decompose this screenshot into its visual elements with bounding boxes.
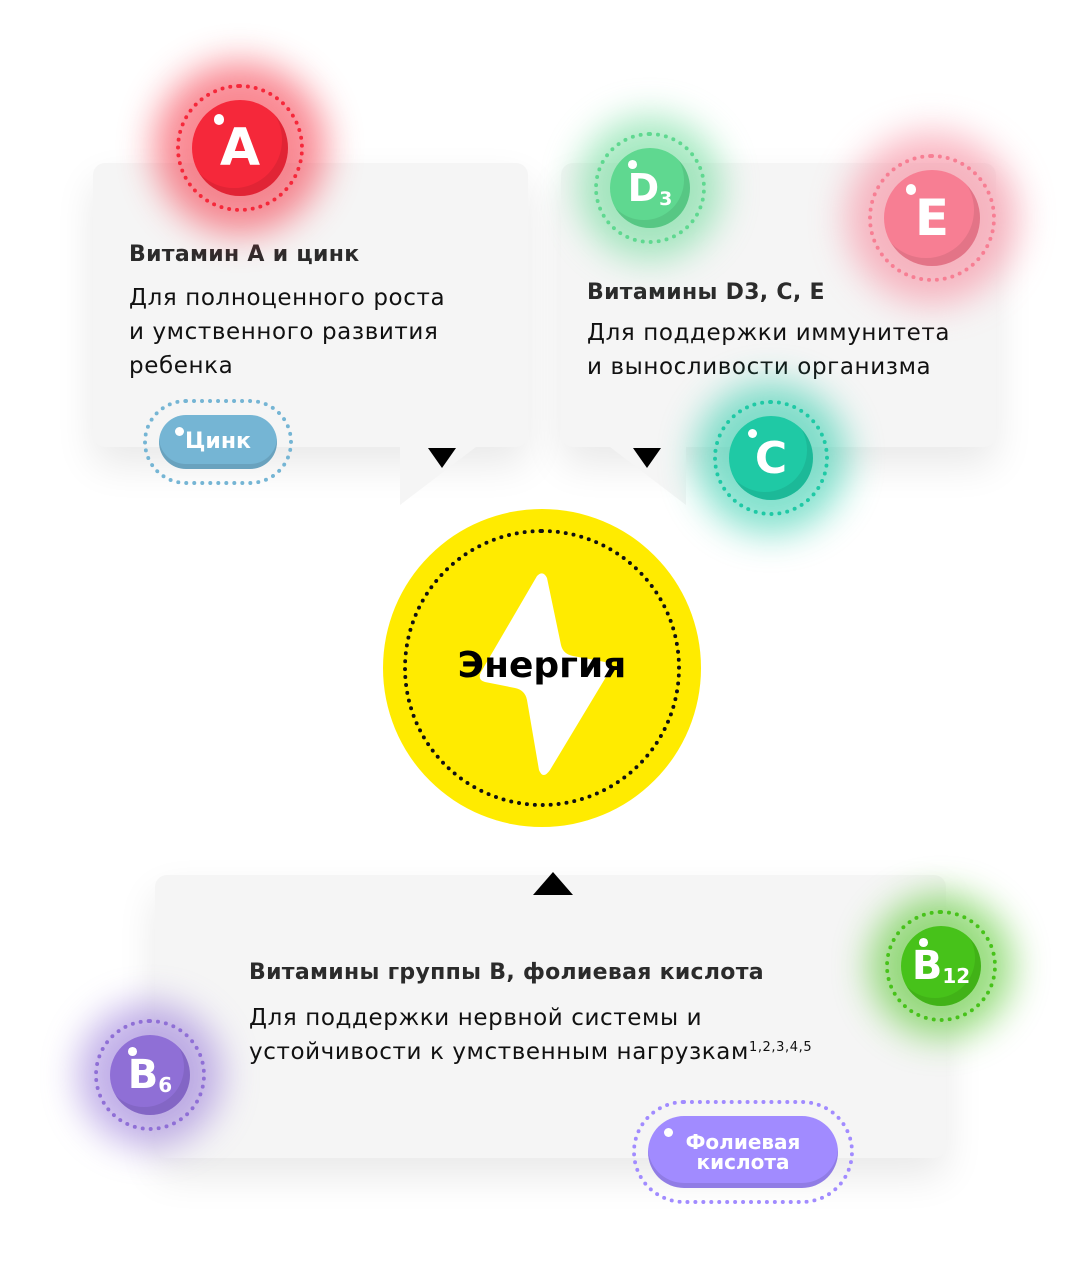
- card-text-line: и выносливости организма: [587, 354, 932, 380]
- card-text: Для полноценного роста и умственного раз…: [129, 281, 445, 383]
- card-text-line: устойчивости к умственным нагрузкам1,2,3…: [249, 1035, 812, 1069]
- shine-dot: [747, 428, 758, 438]
- shine-dot: [213, 114, 225, 125]
- badge-subscript: 12: [942, 964, 971, 988]
- badge-ring: [868, 154, 996, 282]
- pill-label: Фолиевая кислота: [685, 1130, 801, 1174]
- pill-ring: [632, 1100, 854, 1204]
- shine-dot: [664, 1128, 673, 1137]
- footnote-refs: 1,2,3,4,5: [748, 1040, 813, 1055]
- arrow-up-icon: [533, 872, 573, 895]
- badge-ring: [176, 84, 304, 212]
- shine-dot: [919, 938, 928, 947]
- card-text-line: ребенка: [129, 353, 234, 379]
- folic-pill: Фолиевая кислота: [648, 1116, 838, 1188]
- badge-ring: [713, 400, 829, 516]
- shine-dot: [128, 1047, 137, 1056]
- vitamin-e-badge: E: [884, 170, 980, 266]
- card-title: Витамин А и цинк: [129, 242, 360, 267]
- badge-letter: C: [754, 432, 788, 484]
- badge-subscript: 6: [158, 1073, 173, 1097]
- badge-ring: [94, 1019, 206, 1131]
- card-text-line: и умственного развития: [129, 319, 439, 345]
- vitamin-a-badge: A: [192, 100, 288, 196]
- energy-label: Энергия: [457, 645, 627, 686]
- pill-label: Цинк: [185, 429, 251, 454]
- shine-dot: [905, 184, 917, 195]
- badge-ring: [885, 910, 997, 1022]
- badge-subscript: 3: [659, 188, 673, 210]
- card-title: Витамины группы В, фолиевая кислота: [249, 960, 764, 985]
- card-text-line-text: устойчивости к умственным нагрузкам: [249, 1039, 749, 1065]
- badge-letter: B: [911, 943, 943, 989]
- lightning-icon: [479, 573, 611, 775]
- arrow-down-icon: [633, 448, 661, 468]
- card-vitamin-a-zinc: [93, 163, 528, 447]
- shine-dot: [628, 160, 637, 169]
- card-text-line: Для поддержки иммунитета: [587, 320, 951, 346]
- card-text: Для поддержки иммунитета и выносливости …: [587, 316, 950, 384]
- badge-letter: A: [219, 118, 261, 178]
- card-text-line: Для поддержки нервной системы и: [249, 1005, 703, 1031]
- badge-letter: E: [914, 189, 950, 247]
- badge-letter: B: [127, 1052, 159, 1098]
- energy-ring: [403, 529, 681, 807]
- badge-ring: [594, 132, 706, 244]
- card-title: Витамины D3, C, E: [587, 280, 825, 305]
- zinc-pill: Цинк: [159, 415, 277, 469]
- shine-dot: [175, 427, 184, 436]
- pill-ring: [143, 399, 293, 485]
- arrow-down-icon: [428, 448, 456, 468]
- card-text: Для поддержки нервной системы и устойчив…: [249, 1001, 812, 1069]
- badge-letter: D: [627, 166, 660, 210]
- card-text-line: Для полноценного роста: [129, 285, 446, 311]
- vitamin-c-badge: C: [729, 416, 813, 500]
